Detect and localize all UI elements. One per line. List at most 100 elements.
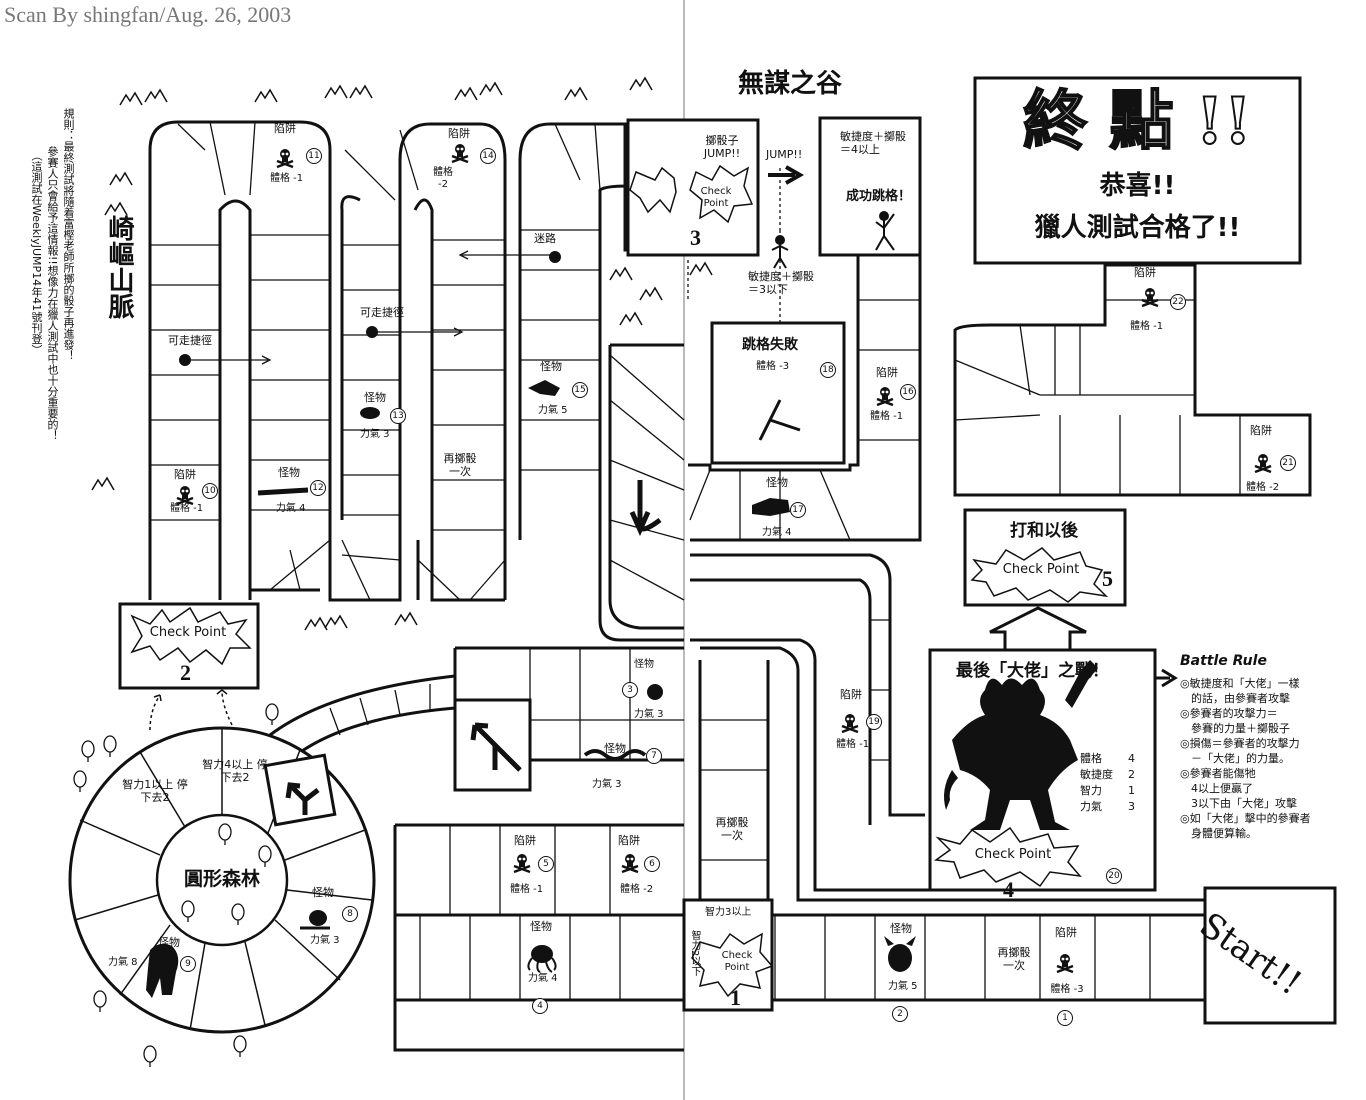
square-4-number: 4 (532, 998, 548, 1014)
square-19-effect: 體格 -1 (836, 739, 870, 750)
square-18-effect: 體格 -3 (756, 361, 790, 372)
after-tie-label: 打和以後 (1010, 521, 1078, 541)
boss-stat-value-2: 2 (1128, 768, 1135, 781)
monster-icons (146, 380, 916, 998)
square-19-title: 陷阱 (840, 688, 862, 701)
square-15-title: 怪物 (540, 360, 562, 373)
battle-rule-line: 3以下由「大佬」攻擊 (1180, 797, 1297, 810)
square-14-effect: 體格 -2 (433, 167, 453, 190)
shortcut-label-1: 可走捷徑 (168, 334, 212, 347)
square-1-effect: 體格 -3 (1050, 984, 1084, 995)
square-10-number: 10 (202, 483, 218, 499)
rules-line-3: （這測試在WeeklyJUMP14年41號刊登） (30, 150, 43, 356)
square-19-number: 19 (866, 714, 882, 730)
square-17-number: 17 (790, 502, 806, 518)
battle-rule-line: ◎參賽者的攻擊力＝ (1180, 707, 1278, 720)
reroll-square-2: 再擲骰一次 (715, 816, 749, 842)
boss-stat-value-3: 1 (1128, 784, 1135, 797)
square-5-title: 陷阱 (514, 834, 536, 847)
square-11-number: 11 (306, 148, 322, 164)
trap-skull-icon (620, 852, 640, 874)
agility-low-label: 敏捷度＋擲骰 ＝3以下 (748, 270, 814, 296)
square-16-number: 16 (900, 384, 916, 400)
square-22-effect: 體格 -1 (1130, 321, 1164, 332)
square-15-number: 15 (572, 382, 588, 398)
square-21-effect: 體格 -2 (1246, 482, 1280, 493)
square-6-title: 陷阱 (618, 834, 640, 847)
boss-stat-name-4: 力氣 (1080, 800, 1102, 813)
square-21-title: 陷阱 (1250, 424, 1272, 437)
mountain-track (148, 120, 629, 602)
trap-skull-icon (1055, 952, 1075, 974)
track-rungs (150, 121, 601, 601)
square-5-number: 5 (538, 856, 554, 872)
square-20-title: 最後「大佬」之戰！ (956, 661, 1109, 681)
checkpoint-5-number: 5 (1102, 566, 1113, 591)
trap-skull-icon (840, 712, 860, 734)
square-9-title: 怪物 (158, 936, 180, 949)
stick-figure-icons (771, 211, 895, 269)
square-12-number: 12 (310, 480, 326, 496)
boss-stat-name-1: 體格 (1080, 752, 1102, 765)
square-14-number: 14 (480, 148, 496, 164)
battle-rule-line: 4以上便贏了 (1180, 782, 1253, 795)
finish-passed: 獵人測試合格了!! (1034, 213, 1241, 243)
checkpoint-2-label: Check Point (149, 625, 227, 640)
reroll-square-1: 再擲骰一次 (443, 452, 477, 478)
int-3-up-label: 智力3以上 (705, 907, 752, 918)
square-18-number: 18 (820, 362, 836, 378)
square-13-effect: 力氣 3 (360, 429, 390, 440)
square-7-title: 怪物 (604, 742, 626, 755)
battle-rule-list: ◎敏捷度和「大佬」一樣 的話，由參賽者攻擊 ◎參賽者的攻擊力＝ 參賽的力量＋擲骰… (1180, 676, 1311, 841)
rules-line-1: 規則：最終測試將隨着富樫老師所擲的骰子再進發！ (62, 108, 75, 361)
square-4-title: 怪物 (530, 920, 552, 933)
square-16-effect: 體格 -1 (870, 411, 904, 422)
trap-skull-icon (450, 142, 470, 164)
battle-rule-line: －「大佬」的力量。 (1180, 752, 1290, 765)
boss-stat-value-4: 3 (1128, 800, 1135, 813)
int-4-stop-label: 智力4以上 停下去2 (202, 758, 268, 784)
rules-line-2: 參賽人只會給予這情報!!想像力在獵人測試中也十分重要的！ (46, 146, 59, 441)
finish-title: 終 點 !! (1022, 83, 1253, 160)
jump-label: JUMP!! (766, 148, 803, 161)
square-15-effect: 力氣 5 (538, 405, 568, 416)
square-10-title: 陷阱 (174, 468, 196, 481)
square-3-title: 怪物 (634, 659, 654, 670)
square-1-title: 陷阱 (1055, 926, 1077, 939)
trap-skull-icon (275, 147, 295, 169)
square-16-title: 陷阱 (876, 366, 898, 379)
finish-congrats: 恭喜!! (1099, 171, 1176, 201)
battle-rule-line: 的話，由參賽者攻擊 (1180, 692, 1290, 705)
square-20-number: 20 (1106, 868, 1122, 884)
square-3-number: 3 (622, 682, 638, 698)
checkpoint-5-label: Check Point (1002, 562, 1080, 577)
square-4-effect: 力氣 4 (528, 973, 558, 984)
square-2-effect: 力氣 5 (888, 981, 918, 992)
jump-roll-label: 擲骰子 JUMP!! (703, 134, 741, 160)
square-13-title: 怪物 (364, 391, 386, 404)
square-6-number: 6 (644, 856, 660, 872)
battle-rule-line: ◎參賽者能傷牠 (1180, 767, 1256, 780)
square-17-title: 怪物 (766, 476, 788, 489)
square-18-title: 跳格失敗 (742, 337, 798, 353)
square-1-number: 1 (1057, 1010, 1073, 1026)
checkpoint-3-number: 3 (690, 225, 701, 250)
checkpoint-1-label: Check Point (721, 950, 753, 973)
boss-stat-value-1: 4 (1128, 752, 1135, 765)
int-2-down-label: 智力2以下 (689, 930, 700, 977)
valley-track (688, 253, 1312, 1002)
area-title-forest: 圓形森林 (183, 868, 260, 890)
square-7-effect: 力氣 3 (592, 779, 622, 790)
square-11-effect: 體格 -1 (270, 173, 304, 184)
reroll-square-3: 再擲骰一次 (997, 946, 1031, 972)
checkpoint-3-label: Check Point (700, 186, 732, 209)
square-22-title: 陷阱 (1134, 266, 1156, 279)
square-8-effect: 力氣 3 (310, 935, 340, 946)
square-7-number: 7 (646, 748, 662, 764)
square-3-effect: 力氣 3 (634, 709, 664, 720)
checkpoint-4-number: 4 (1003, 877, 1014, 902)
lower-track (269, 122, 684, 1052)
square-22-number: 22 (1170, 294, 1186, 310)
boss-stat-name-2: 敏捷度 (1080, 768, 1113, 781)
